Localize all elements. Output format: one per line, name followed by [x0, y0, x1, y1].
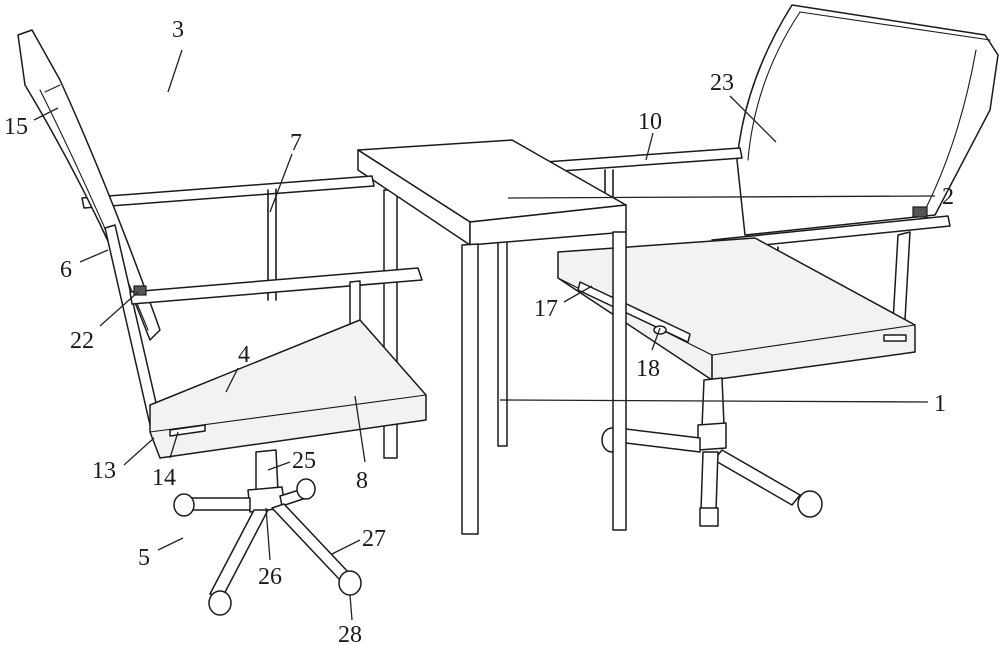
right-chair-rear-rail — [544, 147, 743, 173]
right-chair-sensor-2 — [912, 206, 928, 218]
label-23: 23 — [710, 70, 734, 96]
table-back-leg — [497, 239, 508, 447]
left-chair-sensor-22 — [133, 285, 147, 296]
right-chair-column — [701, 377, 725, 428]
label-5: 5 — [138, 545, 150, 571]
label-15: 15 — [4, 114, 28, 140]
label-7: 7 — [290, 130, 302, 156]
left-chair-seat-slot-14 — [169, 424, 206, 437]
right-chair-base-leg-front — [700, 451, 719, 511]
table-front-leg — [612, 231, 627, 531]
right-chair-caster — [797, 490, 823, 518]
leader-lines — [33, 49, 936, 621]
right-chair-latch — [883, 334, 907, 342]
label-17: 17 — [534, 296, 558, 322]
left-chair-rear-rail — [81, 175, 375, 209]
label-8: 8 — [356, 468, 368, 494]
left-chair-caster-28 — [338, 570, 362, 596]
label-28: 28 — [338, 622, 362, 645]
label-27: 27 — [362, 526, 386, 552]
left-chair-caster — [296, 478, 316, 500]
label-26: 26 — [258, 564, 282, 590]
right-chair — [544, 4, 999, 527]
left-chair-armrest — [129, 267, 423, 305]
right-chair-base-leg-left — [617, 427, 701, 453]
left-chair-caster — [208, 590, 232, 616]
right-chair-button-18 — [653, 325, 667, 335]
label-10: 10 — [638, 109, 662, 135]
label-2: 2 — [942, 184, 954, 210]
table-front-leg — [461, 243, 479, 535]
reference-labels: 1 2 3 4 5 6 7 8 10 13 14 15 17 18 22 23 … — [4, 17, 954, 645]
label-4: 4 — [238, 342, 250, 368]
left-chair-base-leg — [271, 503, 351, 581]
right-chair-base-leg-right — [713, 449, 801, 506]
right-chair-seat — [557, 237, 916, 381]
label-25: 25 — [292, 448, 316, 474]
label-1: 1 — [934, 391, 946, 417]
left-chair-backrest — [17, 29, 161, 341]
right-chair-side-post — [892, 231, 911, 323]
right-chair-backrest — [736, 4, 999, 236]
label-22: 22 — [70, 328, 94, 354]
table — [357, 139, 627, 535]
label-3: 3 — [172, 17, 184, 43]
label-18: 18 — [636, 356, 660, 382]
left-chair-caster — [173, 493, 195, 517]
right-chair-caster — [699, 507, 719, 527]
label-6: 6 — [60, 257, 72, 283]
label-14: 14 — [152, 465, 176, 491]
left-chair — [17, 29, 427, 616]
label-13: 13 — [92, 458, 116, 484]
